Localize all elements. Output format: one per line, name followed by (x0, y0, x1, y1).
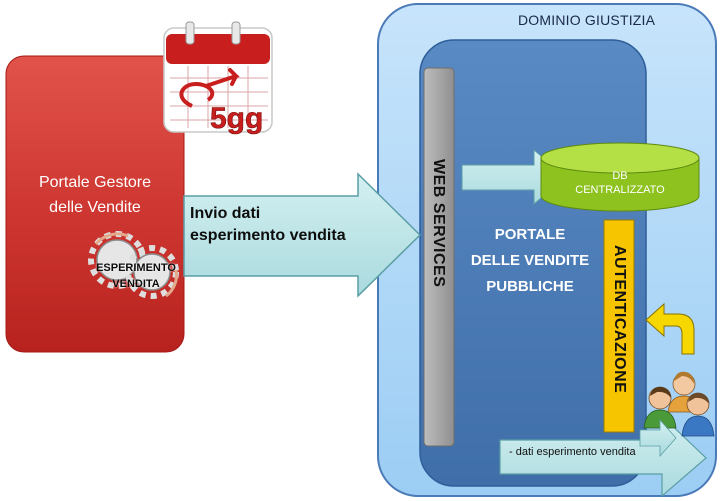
portale-vendite-label: PORTALE DELLE VENDITE PUBBLICHE (455, 222, 605, 300)
portale-gestore-label: Portale Gestore delle Vendite (12, 170, 178, 220)
gear-label-line2: VENDITA (112, 278, 160, 290)
db-line1: DB (612, 170, 628, 182)
dati-esperimento-label: - dati esperimento vendita (509, 446, 636, 458)
invio-dati-label: Invio dati esperimento vendita (190, 203, 400, 247)
web-services-bar (423, 67, 455, 447)
gears-icon (88, 231, 179, 299)
db-line2: CENTRALIZZATO (575, 184, 665, 196)
autenticazione-bar (603, 219, 635, 433)
calendar-icon: 5gg (163, 21, 273, 135)
portal-line3: PUBBLICHE (486, 278, 574, 295)
gear-label-line1: ESPERIMENTO (96, 262, 176, 274)
esperimento-vendita-label: ESPERIMENTO VENDITA (80, 260, 192, 292)
portal-line1: PORTALE (494, 226, 566, 243)
invio-dati-line1: Invio dati (190, 205, 261, 222)
web-services-label: WEB SERVICES (430, 158, 447, 288)
invio-dati-arrow (183, 172, 422, 298)
db-centralizzato-icon (540, 142, 700, 212)
portal-line2: DELLE VENDITE (470, 252, 590, 269)
calendar-badge: 5gg (210, 102, 263, 135)
autenticazione-label: AUTENTICAZIONE (611, 244, 628, 394)
portale-gestore-line1: Portale Gestore (38, 174, 152, 191)
users-arrow (639, 418, 677, 458)
invio-dati-line2: esperimento vendita (190, 227, 346, 244)
users-icon (643, 371, 715, 437)
portale-gestore-line2: delle Vendite (49, 199, 141, 216)
dominio-giustizia-label: DOMINIO GIUSTIZIA (518, 12, 656, 28)
db-centralizzato-label: DB CENTRALIZZATO (540, 169, 700, 197)
curved-arrow-icon (645, 302, 695, 355)
